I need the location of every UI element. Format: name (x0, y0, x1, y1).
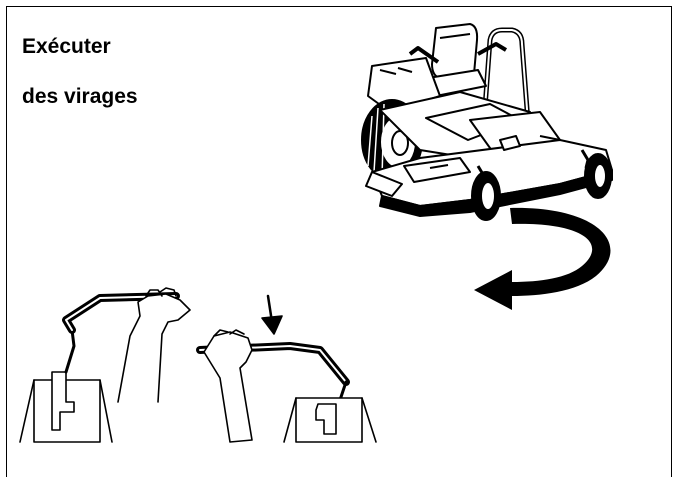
controls-icon (20, 288, 376, 442)
turn-arrow-icon (474, 208, 610, 310)
mower-icon (362, 24, 612, 220)
push-down-arrow-icon (262, 296, 282, 334)
